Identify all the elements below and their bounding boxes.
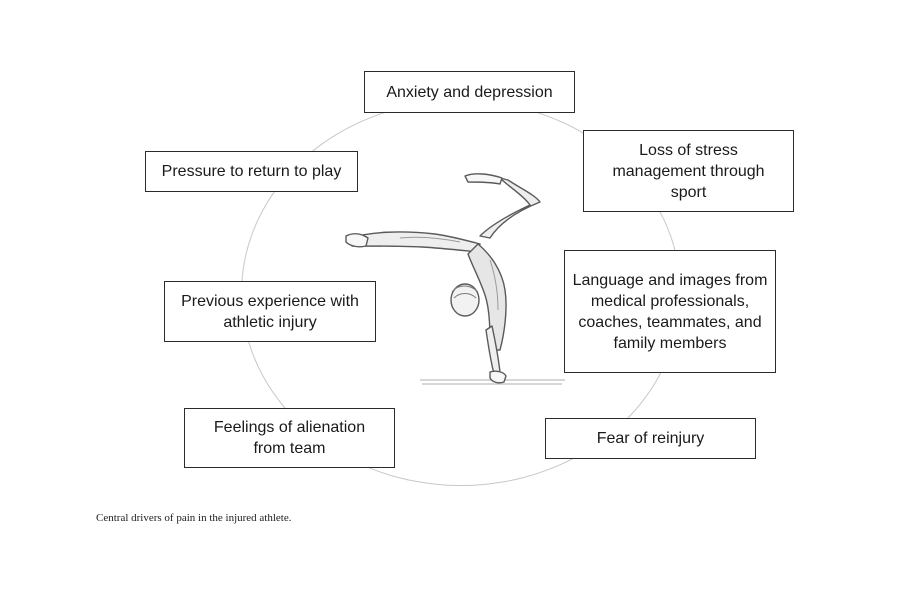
figure-caption: Central drivers of pain in the injured a… — [96, 512, 292, 524]
driver-box-language: Language and images from medical profess… — [564, 250, 776, 373]
driver-label-loss-stress: Loss of stress management through sport — [612, 141, 765, 201]
driver-box-pressure: Pressure to return to play — [145, 151, 358, 192]
driver-label-fear: Fear of reinjury — [596, 430, 705, 447]
driver-label-pressure: Pressure to return to play — [161, 163, 342, 180]
driver-box-alienation: Feelings of alienation from team — [184, 408, 395, 468]
driver-label-alienation: Feelings of alienation from team — [213, 419, 366, 457]
gymnast-handstand-icon — [345, 173, 565, 385]
driver-box-fear: Fear of reinjury — [545, 418, 756, 459]
driver-label-previous: Previous experience with athletic injury — [181, 292, 359, 331]
driver-box-previous: Previous experience with athletic injury — [164, 281, 376, 342]
driver-box-anxiety: Anxiety and depression — [364, 71, 575, 113]
driver-label-anxiety: Anxiety and depression — [386, 83, 553, 101]
driver-box-loss-stress: Loss of stress management through sport — [583, 130, 794, 212]
driver-label-language: Language and images from medical profess… — [572, 271, 768, 352]
